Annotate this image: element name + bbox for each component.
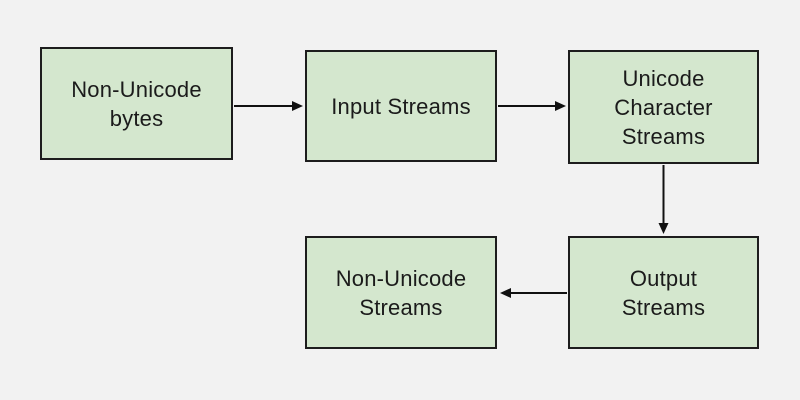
node-unicode-character-streams: Unicode Character Streams [568,50,759,164]
node-non-unicode-bytes: Non-Unicode bytes [40,47,233,160]
node-unicode-character-streams-label: Unicode Character Streams [614,65,713,149]
node-non-unicode-streams-label: Non-Unicode Streams [335,265,467,320]
node-non-unicode-streams: Non-Unicode Streams [305,236,497,349]
node-input-streams-label: Input Streams [331,93,471,119]
arrow-unicode-character-streams-to-output-streams [658,165,669,234]
arrow-input-streams-to-unicode-character-streams [498,101,566,111]
node-output-streams: Output Streams [568,236,759,349]
node-input-streams: Input Streams [305,50,497,162]
arrow-output-streams-to-non-unicode-streams [500,288,567,298]
node-non-unicode-bytes-label: Non-Unicode bytes [71,76,202,131]
node-output-streams-label: Output Streams [621,265,706,320]
arrow-non-unicode-bytes-to-input-streams [234,101,303,111]
